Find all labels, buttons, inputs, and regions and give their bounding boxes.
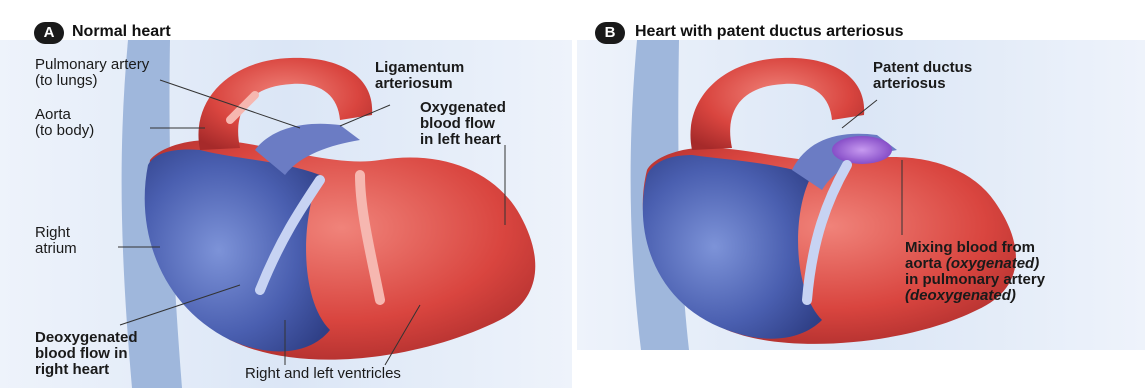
label-line: arteriosus: [873, 76, 972, 92]
label-line: Pulmonary artery: [35, 57, 149, 73]
label-line: Mixing blood from: [905, 240, 1045, 256]
label-line: right heart: [35, 362, 138, 378]
label-line: aorta (oxygenated): [905, 256, 1045, 272]
label-line: Aorta: [35, 107, 94, 123]
label-line: (to lungs): [35, 73, 149, 89]
label-right-atrium: Right atrium: [35, 225, 77, 257]
label-line: Oxygenated: [420, 100, 506, 116]
label-ventricles: Right and left ventricles: [245, 366, 401, 382]
label-line: blood flow in: [35, 346, 138, 362]
label-line: Right: [35, 225, 77, 241]
panel-a-title: Normal heart: [72, 23, 171, 41]
label-aorta: Aorta (to body): [35, 107, 94, 139]
panel-b-badge: B: [595, 22, 625, 44]
label-line: atrium: [35, 241, 77, 257]
label-text: aorta: [905, 255, 946, 272]
label-line: arteriosum: [375, 76, 464, 92]
label-line: blood flow: [420, 116, 506, 132]
label-ligamentum-arteriosum: Ligamentum arteriosum: [375, 60, 464, 92]
panel-normal-heart: A Normal heart Pulmonary artery (to lung…: [0, 0, 572, 388]
label-oxygenated-flow: Oxygenated blood flow in left heart: [420, 100, 506, 148]
label-line: Ligamentum: [375, 60, 464, 76]
label-pulmonary-artery: Pulmonary artery (to lungs): [35, 57, 149, 89]
label-patent-ductus: Patent ductus arteriosus: [873, 60, 972, 92]
label-italic-text: (oxygenated): [946, 255, 1039, 272]
label-line: in left heart: [420, 132, 506, 148]
panel-a-badge: A: [34, 22, 64, 44]
label-mixing-blood: Mixing blood from aorta (oxygenated) in …: [905, 240, 1045, 304]
pda-heart-illustration: [577, 0, 1145, 388]
label-line: in pulmonary artery: [905, 272, 1045, 288]
label-line: Patent ductus: [873, 60, 972, 76]
panel-b-title: Heart with patent ductus arteriosus: [635, 23, 904, 41]
label-deoxygenated-flow: Deoxygenated blood flow in right heart: [35, 330, 138, 378]
label-line: (deoxygenated): [905, 288, 1045, 304]
label-line: (to body): [35, 123, 94, 139]
panel-pda-heart: B Heart with patent ductus arteriosus Pa…: [577, 0, 1145, 388]
label-line: Deoxygenated: [35, 330, 138, 346]
ductus-mixing-area: [832, 136, 892, 164]
